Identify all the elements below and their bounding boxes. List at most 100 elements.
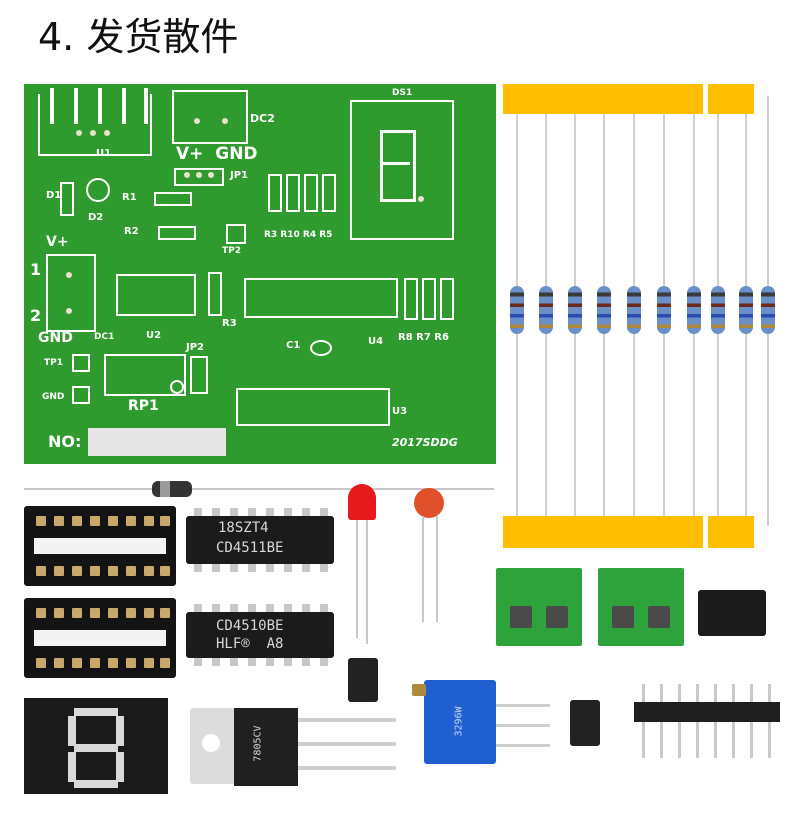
resistor-tape-bottom-small — [708, 516, 754, 548]
resistor — [657, 286, 671, 334]
tp1-outline — [72, 354, 90, 372]
regulator-marking: 7805CV — [252, 725, 264, 762]
r3-vert-label: R3 — [222, 318, 237, 329]
led-lead — [356, 520, 358, 638]
dc2-outline — [172, 90, 248, 144]
r2-label: R2 — [124, 226, 139, 237]
resistor — [739, 286, 753, 334]
ds1-label: DS1 — [392, 88, 413, 98]
u1-fin — [74, 88, 78, 124]
trimmer-marking: 3296W — [453, 706, 465, 737]
rp1-outline — [104, 354, 186, 396]
r8-outline — [404, 278, 418, 320]
d1-label: D1 — [46, 190, 62, 201]
trimmer-pot: 3296W — [424, 680, 496, 764]
ic-8pin — [698, 590, 766, 636]
gnd-left-label: GND — [38, 330, 73, 346]
serial-no-label: NO: — [48, 432, 82, 451]
ceramic-capacitor — [414, 488, 444, 518]
resistor-tape-bottom — [503, 516, 703, 548]
d2-label: D2 — [88, 212, 104, 223]
diode-body — [152, 481, 192, 497]
resistor-tape-top-small — [708, 84, 754, 114]
r10-outline — [286, 174, 300, 212]
terminal-block — [496, 568, 582, 646]
r4-outline — [304, 174, 318, 212]
pcb-board: U1 DC2 V+ GND JP1 DS1 D1 D2 R1 R2 TP2 R3… — [24, 84, 496, 464]
trimmer-screw — [412, 684, 426, 696]
u3-label: U3 — [392, 406, 408, 417]
resistor — [761, 286, 775, 334]
vplus-left-label: V+ — [46, 234, 69, 250]
board-code: 2017SDDG — [392, 436, 458, 449]
u1-outline — [38, 94, 152, 156]
regulator-body: 7805CV — [234, 708, 298, 786]
diode-lead — [24, 488, 494, 490]
dc1-label: DC1 — [94, 332, 115, 342]
pin-header — [634, 702, 780, 722]
d1-outline — [60, 182, 74, 216]
jumper-cap — [348, 658, 378, 702]
ic-cd4511: 18SZT4 CD4511BE — [186, 516, 334, 564]
diode-band — [160, 481, 170, 497]
ds1-outline — [350, 100, 454, 240]
resistor — [711, 286, 725, 334]
r6-outline — [440, 278, 454, 320]
gnd-small-label: GND — [42, 392, 65, 402]
r3-vert-outline — [208, 272, 222, 316]
resistor — [568, 286, 582, 334]
regulator-hole — [202, 734, 220, 752]
ic-cd4510-line2: HLF® A8 — [216, 636, 284, 652]
jp1-label: JP1 — [230, 170, 249, 181]
tp2-outline — [226, 224, 246, 244]
capacitor-lead — [422, 516, 424, 622]
dc1-outline — [46, 254, 96, 332]
tp2-label: TP2 — [222, 246, 241, 256]
regulator-lead — [298, 766, 396, 770]
gnd-outline — [72, 386, 90, 404]
resistor-tape-top — [503, 84, 703, 114]
jp1-outline — [174, 168, 224, 186]
ds1-segment-mid — [380, 162, 410, 165]
page-title: 4. 发货散件 — [38, 15, 239, 59]
led-body — [348, 484, 376, 520]
rp1-label: RP1 — [128, 398, 159, 414]
trimmer-lead — [496, 744, 550, 747]
u1-fin — [122, 88, 126, 124]
rp1-knob — [170, 380, 184, 394]
u2-label: U2 — [146, 330, 162, 341]
ic-cd4511-line1: 18SZT4 — [218, 520, 269, 536]
d2-outline — [86, 178, 110, 202]
r3-outline — [268, 174, 282, 212]
u1-fin — [144, 88, 148, 124]
serial-no-box — [88, 428, 226, 456]
regulator-lead — [298, 742, 396, 746]
ic-cd4510: CD4510BE HLF® A8 — [186, 612, 334, 658]
regulator-lead — [298, 718, 396, 722]
r7-outline — [422, 278, 436, 320]
r-group-top-label: R3 R10 R4 R5 — [264, 230, 333, 240]
tp1-label: TP1 — [44, 358, 63, 368]
jumper-cap — [570, 700, 600, 746]
resistor — [539, 286, 553, 334]
r1-outline — [154, 192, 192, 206]
ic-cd4511-line2: CD4511BE — [216, 540, 284, 556]
u4-label: U4 — [368, 336, 384, 347]
led-lead — [366, 520, 368, 644]
trimmer-lead — [496, 724, 550, 727]
ic-cd4510-line1: CD4510BE — [216, 618, 284, 634]
u4-outline — [244, 278, 398, 318]
u1-label: U1 — [96, 148, 112, 159]
trimmer-lead — [496, 704, 550, 707]
dc2-power-label: V+ GND — [176, 144, 258, 164]
r5-outline — [322, 174, 336, 212]
pin1-label: 1 — [30, 260, 42, 279]
r-group-right-label: R8 R7 R6 — [398, 332, 449, 343]
r1-label: R1 — [122, 192, 137, 203]
resistor — [510, 286, 524, 334]
seven-segment-display — [24, 698, 168, 794]
c1-outline — [310, 340, 332, 356]
c1-label: C1 — [286, 340, 301, 351]
capacitor-lead — [436, 516, 438, 622]
resistor — [597, 286, 611, 334]
